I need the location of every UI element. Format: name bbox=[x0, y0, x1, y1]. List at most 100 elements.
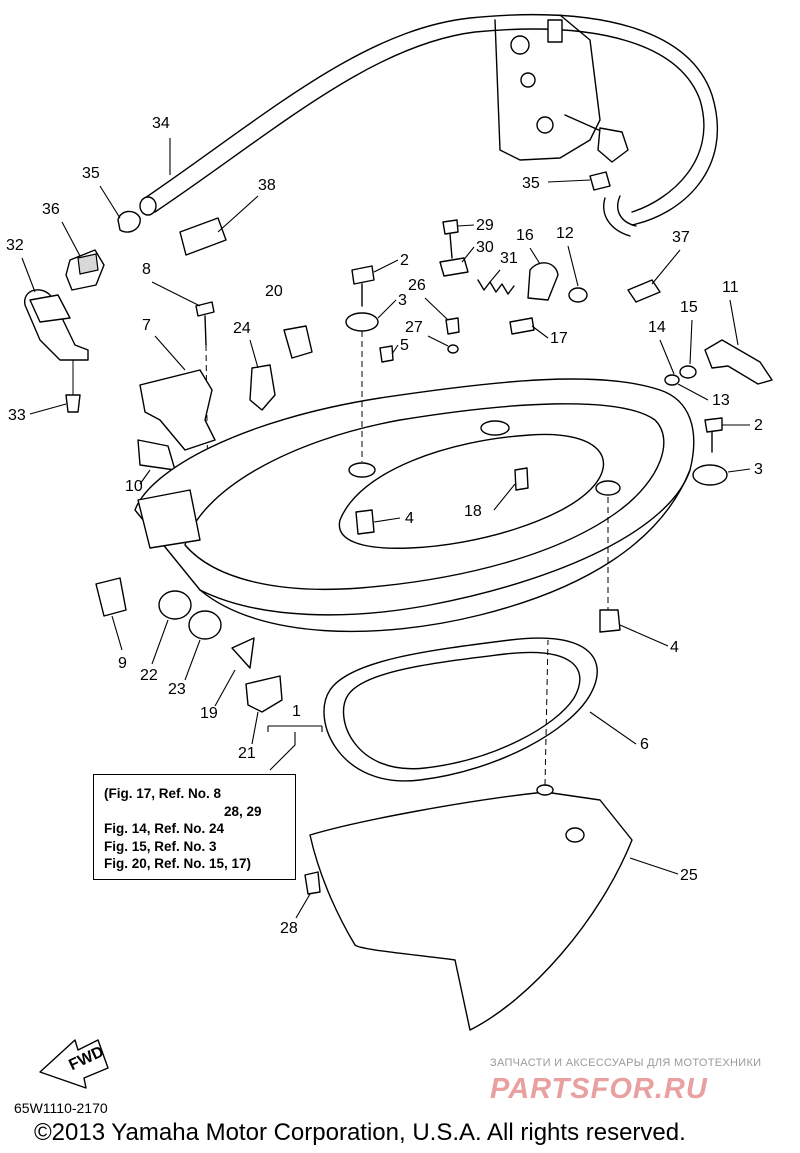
callout-20: 20 bbox=[265, 283, 283, 300]
label-37-part bbox=[627, 279, 661, 303]
callout-23: 23 bbox=[168, 681, 186, 698]
callout-4a: 4 bbox=[405, 510, 414, 527]
engine-fragment bbox=[494, 14, 629, 163]
callout-28: 28 bbox=[280, 920, 298, 937]
callout-19: 19 bbox=[200, 705, 218, 722]
callout-35b: 35 bbox=[522, 175, 540, 192]
callout-2a: 2 bbox=[400, 252, 409, 269]
bottom-cowling-part bbox=[134, 378, 695, 633]
ref-line: Fig. 15, Ref. No. 3 bbox=[104, 838, 217, 854]
callout-leader-2a bbox=[373, 259, 399, 273]
cover-25-part bbox=[304, 639, 633, 1031]
grommet-left-part bbox=[345, 265, 394, 462]
callout-22: 22 bbox=[140, 667, 158, 684]
diagram-code: 65W1110-2170 bbox=[14, 1100, 108, 1116]
watermark-tagline: ЗАПЧАСТИ И АКСЕССУАРЫ ДЛЯ МОТОТЕХНИКИ bbox=[490, 1057, 762, 1069]
callout-leader-29 bbox=[457, 224, 475, 227]
callout-leader-7 bbox=[154, 335, 186, 371]
callout-leader-27 bbox=[427, 335, 449, 347]
fwd-arrow-icon bbox=[39, 1039, 109, 1089]
callout-leader-14 bbox=[659, 339, 675, 375]
callout-37: 37 bbox=[672, 229, 690, 246]
callout-35a: 35 bbox=[82, 165, 100, 182]
callout-leader-12 bbox=[567, 245, 579, 287]
callout-leader-36 bbox=[61, 221, 81, 257]
hose-clamp-right bbox=[589, 171, 637, 237]
callout-leader-11 bbox=[729, 299, 739, 346]
callout-31: 31 bbox=[500, 250, 518, 267]
callout-17: 17 bbox=[550, 330, 568, 347]
callout-leader-8 bbox=[151, 281, 201, 307]
callout-27: 27 bbox=[405, 319, 423, 336]
hose-fitting-left bbox=[24, 210, 141, 413]
bracket-7-part bbox=[139, 369, 216, 451]
callout-leader-5 bbox=[391, 344, 399, 355]
callout-36: 36 bbox=[42, 201, 60, 218]
callout-11: 11 bbox=[722, 279, 739, 296]
callout-leader-13 bbox=[677, 383, 709, 401]
callout-13: 13 bbox=[712, 392, 730, 409]
clip-24-part bbox=[249, 325, 313, 411]
callout-leader-6 bbox=[589, 711, 637, 745]
callout-24: 24 bbox=[233, 320, 251, 337]
callout-3b: 3 bbox=[754, 461, 763, 478]
watermark-logo: PARTSFOR.RU bbox=[490, 1073, 708, 1105]
callout-leader-28 bbox=[295, 893, 311, 919]
ref-line: 28, 29 bbox=[224, 803, 262, 819]
callout-leader-17 bbox=[531, 325, 549, 339]
bolt-8-part bbox=[195, 301, 215, 501]
callout-18: 18 bbox=[464, 503, 482, 520]
callout-10: 10 bbox=[125, 478, 143, 495]
callout-leader-22 bbox=[151, 619, 169, 665]
callout-21: 21 bbox=[238, 745, 256, 762]
callout-leader-10 bbox=[139, 469, 151, 485]
callout-leader-4b bbox=[619, 624, 669, 647]
callout-leader-23 bbox=[184, 639, 201, 681]
callout-34: 34 bbox=[152, 115, 170, 132]
callout-6: 6 bbox=[640, 736, 649, 753]
callout-8: 8 bbox=[142, 261, 151, 278]
callout-leader-16 bbox=[529, 247, 541, 265]
callout-leader-30 bbox=[461, 246, 475, 263]
plate-10-part bbox=[137, 439, 176, 471]
ref-line: (Fig. 17, Ref. No. 8 bbox=[104, 786, 222, 801]
callout-16: 16 bbox=[516, 227, 534, 244]
callout-1: 1 bbox=[292, 703, 301, 720]
callout-leader-35b bbox=[547, 179, 591, 183]
ref-line: Fig. 14, Ref. No. 24 bbox=[104, 821, 225, 836]
callout-leader-3b bbox=[727, 468, 751, 473]
callout-5: 5 bbox=[400, 337, 409, 354]
callout-leader-33 bbox=[29, 403, 67, 415]
callout-33: 33 bbox=[8, 407, 26, 424]
callout-leader-9 bbox=[111, 615, 123, 651]
callout-30: 30 bbox=[476, 239, 494, 256]
callout-leader-19 bbox=[214, 669, 236, 707]
gasket-6-part bbox=[323, 637, 598, 782]
label-38-part bbox=[179, 217, 227, 256]
callout-leader-37 bbox=[651, 249, 681, 285]
callout-leader-3a bbox=[377, 299, 397, 319]
callout-leader-38 bbox=[217, 195, 259, 233]
callout-leader-24 bbox=[249, 339, 259, 369]
reference-box: (Fig. 17, Ref. No. 8 28, 29 Fig. 14, Ref… bbox=[93, 774, 296, 880]
callout-14: 14 bbox=[648, 319, 666, 336]
callout-leader-15 bbox=[689, 319, 693, 365]
callout-4b: 4 bbox=[670, 639, 679, 656]
copyright-notice: ©2013 Yamaha Motor Corporation, U.S.A. A… bbox=[34, 1119, 686, 1146]
fuel-hose-part bbox=[139, 13, 718, 226]
collars-part bbox=[355, 467, 621, 633]
callout-12: 12 bbox=[556, 225, 574, 242]
callout-leader-18 bbox=[493, 483, 516, 511]
callout-leader-26 bbox=[424, 297, 449, 321]
callout-3a: 3 bbox=[398, 292, 407, 309]
callout-29: 29 bbox=[476, 217, 494, 234]
callout-32: 32 bbox=[6, 237, 24, 254]
ref-line: Fig. 20, Ref. No. 15, 17) bbox=[104, 856, 252, 871]
callout-leader-21 bbox=[251, 711, 259, 745]
callout-25: 25 bbox=[680, 867, 698, 884]
callout-7: 7 bbox=[142, 317, 151, 334]
grommet-right-part bbox=[692, 417, 728, 486]
callout-9: 9 bbox=[118, 655, 127, 672]
callout-leader-4a bbox=[373, 517, 401, 523]
